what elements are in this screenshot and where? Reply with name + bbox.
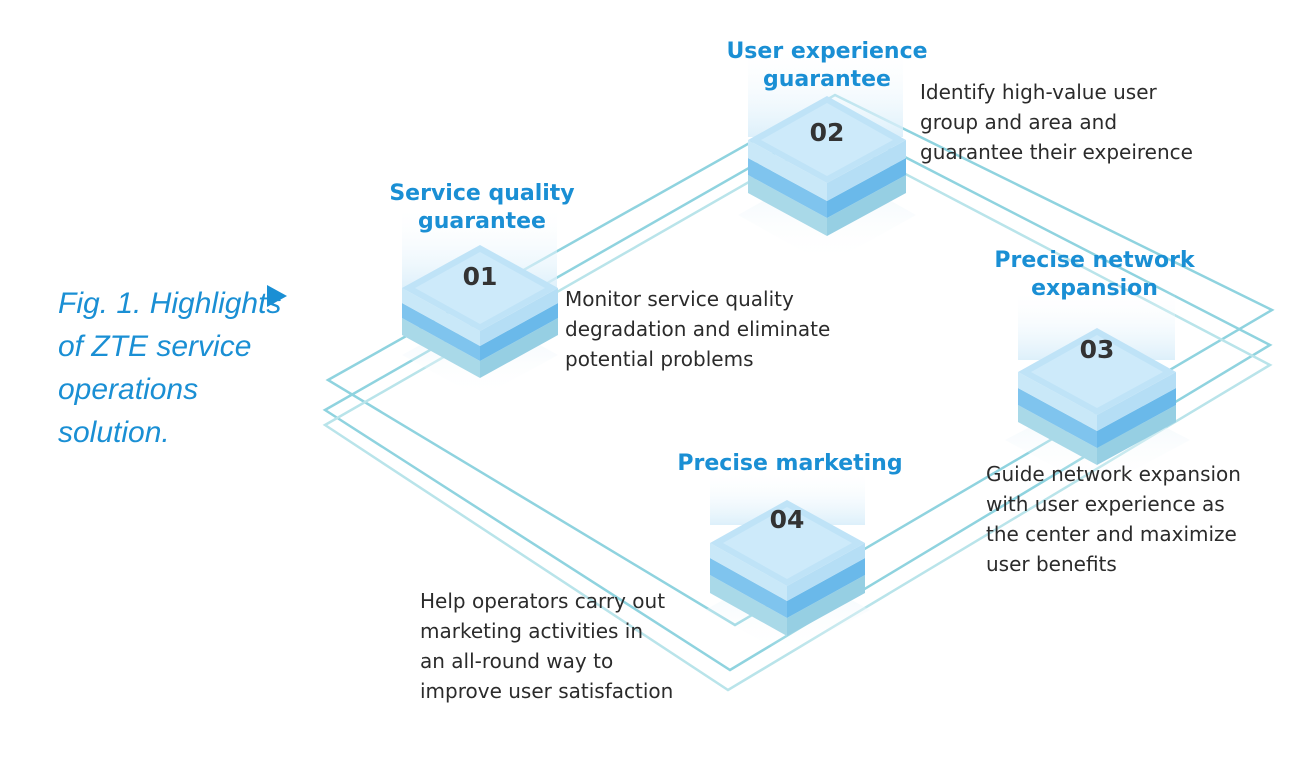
cube-04-right-low — [787, 575, 865, 636]
node-03-desc-line: user benefits — [986, 552, 1117, 576]
node-02-title-line: guarantee — [763, 67, 891, 92]
cube-04-left-top — [710, 543, 787, 601]
cube-01-left-top — [402, 288, 480, 346]
node-03-title-line: expansion — [1031, 276, 1158, 301]
cube-04-left-band — [710, 558, 787, 618]
cube-03-left-band — [1018, 388, 1097, 448]
node-03-number: 03 — [1079, 335, 1115, 364]
node-01-title-line: Service quality — [389, 181, 575, 206]
node-02-desc-line: Identify high-value user — [920, 80, 1157, 104]
node-03-description: Guide network expansion with user experi… — [986, 459, 1241, 579]
node-04-title: Precise marketing — [665, 450, 915, 478]
node-03-title-line: Precise network — [994, 248, 1195, 273]
caption-line: operations — [58, 373, 199, 406]
cube-01-right-band — [480, 303, 558, 361]
cube-02-right-low — [827, 175, 906, 236]
node-01-desc-line: potential problems — [565, 347, 754, 371]
cube-03-right-low — [1097, 405, 1176, 465]
cube-03 — [1005, 290, 1190, 490]
node-03-desc-line: with user experience as — [986, 492, 1225, 516]
cube-04-right-top — [787, 543, 865, 601]
cube-01-right-top — [480, 288, 558, 346]
cube-04-left-low — [710, 575, 787, 636]
caption-line: Fig. 1. Highlights — [58, 287, 282, 320]
cube-04 — [705, 470, 870, 655]
cube-01-right-low — [480, 318, 558, 378]
caption-line: of ZTE service — [58, 330, 252, 363]
cube-02-left-band — [748, 158, 827, 218]
node-02-desc-line: guarantee their expeirence — [920, 140, 1193, 164]
play-arrow-icon — [267, 285, 287, 307]
cube-03-top-inner — [1031, 335, 1163, 408]
cube-02-top-inner — [761, 103, 893, 176]
node-03-desc-line: Guide network expansion — [986, 462, 1241, 486]
frame-middle — [322, 118, 1273, 672]
node-03-title: Precise network expansion — [982, 247, 1207, 303]
node-01-desc-line: degradation and eliminate — [565, 317, 831, 341]
node-02-title-line: User experience — [726, 39, 928, 64]
node-01-number: 01 — [462, 262, 498, 291]
cube-01-left-low — [402, 318, 480, 378]
node-01-description: Monitor service quality degradation and … — [565, 284, 830, 374]
cube-02-left-low — [748, 175, 827, 236]
node-02-description: Identify high-value user group and area … — [920, 77, 1193, 167]
figure-caption: Fig. 1. Highlights of ZTE service operat… — [58, 282, 318, 454]
node-04-description: Help operators carry out marketing activ… — [420, 586, 673, 706]
cube-01 — [402, 205, 558, 398]
cube-01-left-band — [402, 303, 480, 361]
platform-frames — [322, 93, 1275, 692]
node-04-title-line: Precise marketing — [677, 451, 903, 476]
node-04-desc-line: Help operators carry out — [420, 589, 666, 613]
cube-04-right-band — [787, 558, 865, 618]
cube-04-top-inner — [723, 507, 852, 579]
cube-02-left-top — [748, 140, 827, 201]
node-01-title-line: guarantee — [418, 209, 546, 234]
frame-outer — [325, 93, 1275, 627]
cube-02 — [738, 45, 916, 265]
cube-03-left-top — [1018, 372, 1097, 431]
node-04-desc-line: an all-round way to — [420, 649, 614, 673]
cube-01-top-inner — [415, 252, 545, 324]
caption-line: solution. — [58, 416, 170, 449]
node-04-desc-line: marketing activities in — [420, 619, 644, 643]
node-02-number: 02 — [809, 118, 845, 147]
node-04-desc-line: improve user satisfaction — [420, 679, 674, 703]
node-02-desc-line: group and area and — [920, 110, 1118, 134]
cube-02-right-band — [827, 158, 906, 218]
cube-02-right-top — [827, 140, 906, 201]
node-03-desc-line: the center and maximize — [986, 522, 1237, 546]
node-01-desc-line: Monitor service quality — [565, 287, 794, 311]
node-02-title: User experience guarantee — [712, 38, 942, 94]
cube-03-left-low — [1018, 405, 1097, 465]
frame-inner — [322, 133, 1273, 692]
cube-03-right-band — [1097, 388, 1176, 448]
node-04-number: 04 — [769, 505, 805, 534]
node-01-title: Service quality guarantee — [372, 180, 592, 236]
cube-03-right-top — [1097, 372, 1176, 431]
